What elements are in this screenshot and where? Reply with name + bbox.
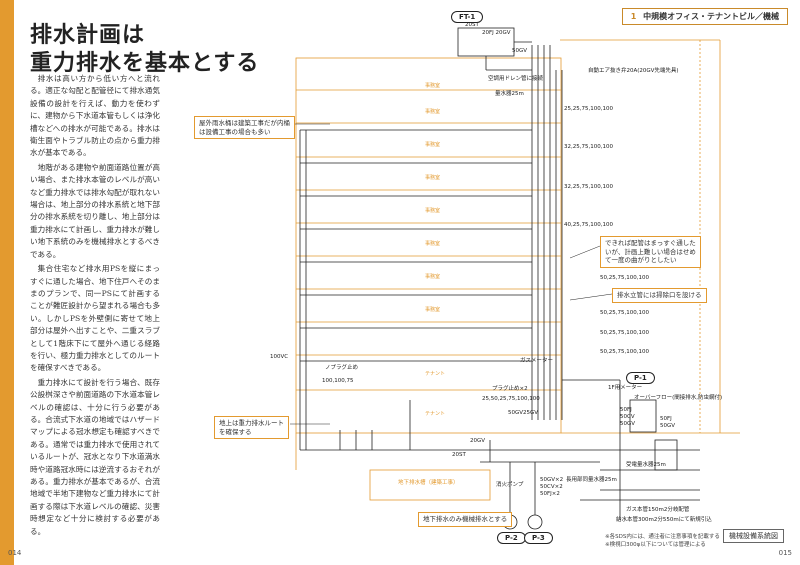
gas-meter-label: ガスメーター	[520, 358, 554, 364]
tank-label: 20ST	[465, 22, 479, 28]
article-body: 排水は高い方から低い方へと流れる。適正な勾配と配管径にて排水通気設備の設計を行え…	[30, 73, 160, 540]
floor-pipe-2: 32,25,75,100,100	[564, 144, 613, 150]
p1-label: P-1	[626, 372, 655, 384]
room-label-6: 事務室	[425, 241, 441, 247]
callout-cleanout: 排水立管には掃除口を設ける	[612, 288, 707, 303]
floor-pipe-4: 40,25,75,100,100	[564, 222, 613, 228]
left-page-number: 014	[8, 549, 22, 557]
room-label-4: 事務室	[425, 175, 441, 181]
paragraph-2: 地階がある建物や前面道路位置が高い場合、また排水本管のレベルが高いなど重力排水で…	[30, 162, 160, 259]
plug-label: プラグ止め×2	[492, 386, 528, 392]
floor-pipe-7: 50,25,75,100,100	[600, 330, 649, 336]
meter-right-label: 1F用メーター	[608, 385, 643, 391]
fj-right-label: 50FJ 50CV 50GV	[620, 407, 636, 427]
plug-left-label: ノプラグ止め	[325, 365, 359, 371]
fire-pump-label: 消火ポンプ	[496, 482, 524, 488]
pump-lines-label: 50GV×2 50CV×2 50FJ×2	[540, 477, 564, 497]
cap-label: 20ST	[452, 452, 466, 458]
callout-roof-drain: 屋外雨水桶は建築工事だが内桶 は設備工事の場合も多い	[194, 116, 295, 139]
room-label-10: テナント	[425, 411, 446, 417]
floor-pipe-1: 25,25,75,100,100	[564, 106, 613, 112]
water-main-label: 長用部同量水器25m	[566, 477, 617, 483]
chapter-number: 1	[630, 12, 637, 21]
fj-right2-label: 50FJ 50GV	[660, 416, 676, 429]
ft1-label: FT-1	[451, 11, 484, 23]
gas-main-label: ガス本管150m2分岐配管	[626, 507, 690, 513]
overflow-label: オーバーフロー(間接排水,防虫網付)	[634, 395, 723, 401]
callout-basement: 地下排水のみ機械排水とする	[418, 512, 513, 527]
floor-pipe-8: 50,25,75,100,100	[600, 349, 649, 355]
tank-pipe-label: 20FJ 20GV	[482, 30, 511, 36]
room-label-1: 事務室	[425, 83, 441, 89]
figure-footnote: ※各SDS内には、通注者に注意事項を記載する ※検視口300φ以下については管理…	[605, 534, 720, 548]
callout-ground-route: 地上は重力排水ルート を確保する	[214, 416, 289, 439]
callout-offset: できれば配管はまっすぐ通した いが、計画上難しい場合はせめ て一度の曲がりとした…	[600, 236, 701, 268]
vc-label: 100VC	[270, 354, 289, 360]
pipe-low-label: 25,50,25,75,100,100	[482, 396, 540, 402]
top-pipe-label: 50GV	[512, 48, 528, 54]
p2-label: P-2	[497, 532, 526, 544]
building-outline	[295, 57, 562, 434]
room-label-3: 事務室	[425, 142, 441, 148]
paragraph-1: 排水は高い方から低い方へと流れる。適正な勾配と配管径にて排水通気設備の設計を行え…	[30, 74, 160, 158]
basement-tank-label: 地下排水槽（建築工事）	[398, 480, 459, 486]
water-meter-label: 量水器25m	[495, 91, 524, 97]
page-spine	[0, 0, 14, 565]
drain-connect-label: 空調用ドレン管に接続	[488, 76, 544, 82]
figure-caption: 機械設備系統図	[723, 529, 784, 543]
water-supply-label: 給水本管300m2分550mにて新規引込	[616, 517, 712, 523]
right-page-number: 015	[778, 549, 792, 557]
pipe-left-label: 100,100,75	[322, 378, 354, 384]
room-label-2: 事務室	[425, 109, 441, 115]
floor-pipe-3: 32,25,75,100,100	[564, 184, 613, 190]
elec-meter-label: 受電量水器25m	[626, 462, 666, 468]
floor-pipe-5: 50,25,75,100,100	[600, 275, 649, 281]
chapter-header: 1 中規模オフィス・テナントビル／機械	[621, 8, 788, 25]
floor-pipe-6: 50,25,75,100,100	[600, 310, 649, 316]
p3-label: P-3	[524, 532, 553, 544]
paragraph-4: 重力排水にて設計を行う場合、既存公設桝深さや前面道路の下水道本管レベルの確認は、…	[30, 377, 160, 536]
article-title: 排水計画は 重力排水を基本とする	[30, 23, 260, 76]
valve-line-label: 50GV25GV	[508, 410, 539, 416]
room-label-5: 事務室	[425, 208, 441, 214]
chapter-title: 中規模オフィス・テナントビル／機械	[643, 12, 779, 21]
valve-bottom-label: 20GV	[470, 438, 486, 444]
paragraph-3: 集合住宅など排水用PSを縦にまっすぐに通した場合、地下住戸へそのままのプランで、…	[30, 264, 160, 373]
room-label-8: 事務室	[425, 307, 441, 313]
room-label-7: 事務室	[425, 274, 441, 280]
room-label-9: テナント	[425, 371, 446, 377]
air-vent-label: 自動エア抜き弁20A(20GV先端先具)	[588, 68, 679, 74]
